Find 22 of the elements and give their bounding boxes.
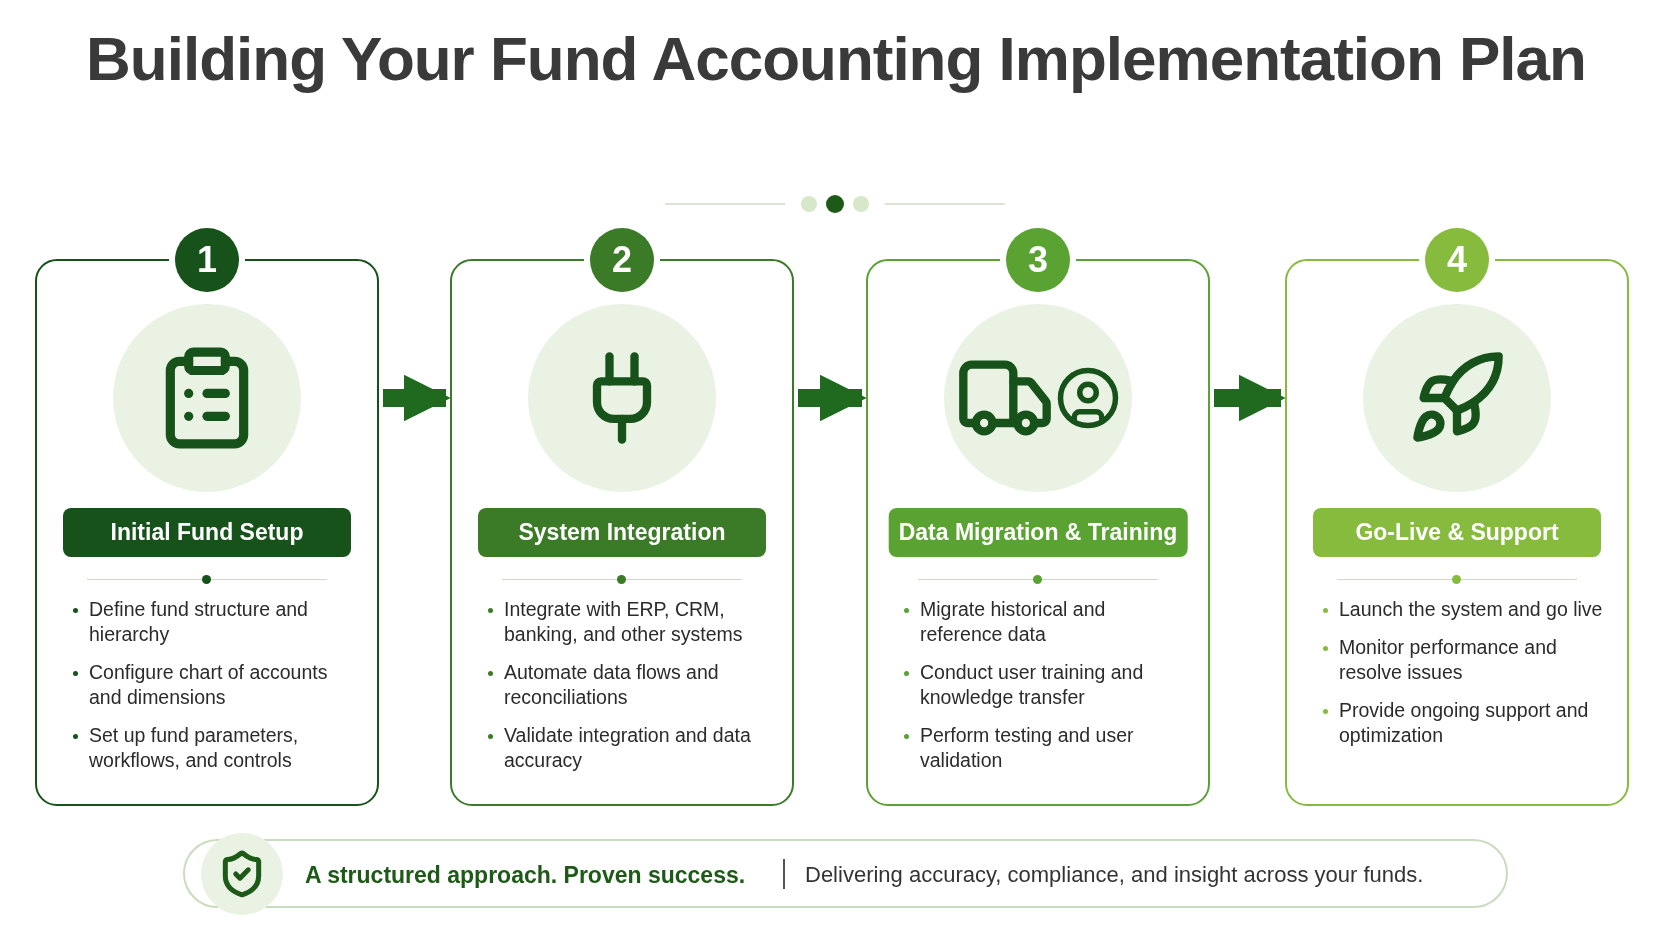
arrow bbox=[383, 374, 451, 422]
bullet-text: Launch the system and go live bbox=[1321, 597, 1611, 622]
bullet-text: Monitor performance and resolve issues bbox=[1321, 635, 1611, 685]
bullet-text: Automate data flows and reconciliations bbox=[486, 660, 776, 710]
tagline-text: A structured approach. Proven success. bbox=[305, 862, 746, 889]
arrow bbox=[798, 374, 867, 422]
bullet-text: Migrate historical and reference data bbox=[902, 597, 1192, 647]
step-title: Go-Live & Support bbox=[1313, 508, 1601, 557]
banner-text: Delivering accuracy, compliance, and insight across your funds. bbox=[805, 862, 1424, 888]
title: Building Your Fund Accounting Implementation Plan bbox=[85, 23, 1587, 95]
bullet-text: Conduct user training and knowledge transfer bbox=[902, 660, 1192, 710]
step-title: System Integration bbox=[478, 508, 766, 557]
step-title: Data Migration & Training bbox=[888, 508, 1188, 557]
bullet-text: Set up fund parameters, workflows, and controls bbox=[71, 723, 361, 773]
bullet-text: Configure chart of accounts and dimensions bbox=[71, 660, 361, 710]
bullet-text: Integrate with ERP, CRM, banking, and other systems bbox=[486, 597, 776, 647]
step-title: Initial Fund Setup bbox=[63, 508, 351, 557]
bullet-text: Perform testing and user validation bbox=[902, 723, 1192, 773]
arrow bbox=[1214, 374, 1286, 422]
bullet-text: Provide ongoing support and optimization bbox=[1321, 698, 1611, 748]
bullet-text: Define fund structure and hierarchy bbox=[71, 597, 361, 647]
bullet-text: Validate integration and data accuracy bbox=[486, 723, 776, 773]
